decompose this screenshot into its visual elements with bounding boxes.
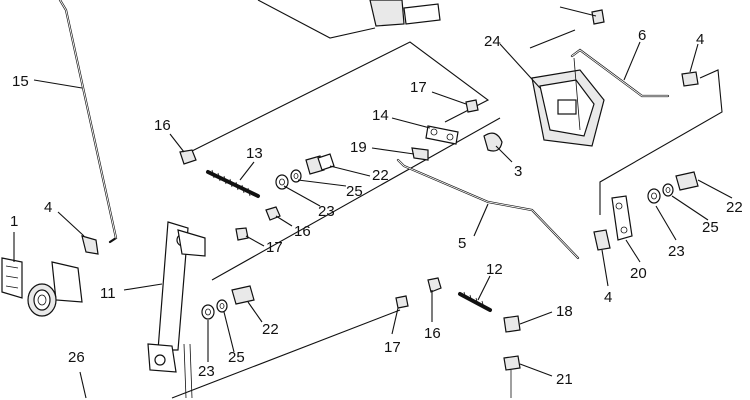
callout-11: 11 — [100, 285, 116, 302]
washer-bolt-set-lower — [201, 285, 255, 320]
part-19-clip — [411, 147, 429, 161]
part-6-wire-rod — [570, 48, 670, 131]
callout-24: 24 — [484, 33, 501, 50]
callout-22: 22 — [372, 167, 389, 184]
callout-22: 22 — [262, 321, 279, 338]
callout-12: 12 — [486, 261, 503, 278]
callout-17: 17 — [266, 239, 283, 256]
part-13-threaded-rod — [206, 169, 260, 198]
part-15-rod — [58, 0, 118, 244]
part-3-clip — [483, 132, 503, 152]
part-18-21-fasteners — [503, 315, 521, 398]
callout-19: 19 — [350, 139, 367, 156]
callout-25: 25 — [702, 219, 719, 236]
callout-23: 23 — [668, 243, 685, 260]
part-20-plate — [611, 195, 633, 241]
washer-bolt-set-right — [647, 171, 699, 204]
part-12-stud — [458, 291, 492, 312]
callout-4: 4 — [604, 289, 612, 306]
callout-16: 16 — [424, 325, 441, 342]
callout-3: 3 — [514, 163, 522, 180]
callout-6: 6 — [638, 27, 646, 44]
part-11-lever — [147, 221, 206, 399]
callout-23: 23 — [198, 363, 215, 380]
leader-lines — [13, 6, 733, 399]
part-cylinder-assembly — [27, 261, 83, 317]
callout-14: 14 — [372, 107, 389, 124]
part-24-control-box — [531, 69, 605, 147]
callout-22: 22 — [726, 199, 743, 216]
callout-17: 17 — [410, 79, 427, 96]
callout-23: 23 — [318, 203, 335, 220]
callout-25: 25 — [228, 349, 245, 366]
part-14-link — [425, 125, 459, 145]
callout-17: 17 — [384, 339, 401, 356]
callout-5: 5 — [458, 235, 466, 252]
callout-labels: 15 1 4 26 16 13 11 17 16 23 25 22 23 25 … — [10, 27, 743, 388]
callout-25: 25 — [346, 183, 363, 200]
callout-20: 20 — [630, 265, 647, 282]
callout-16: 16 — [154, 117, 171, 134]
callout-4: 4 — [696, 31, 704, 48]
top-screw — [591, 9, 605, 25]
part-4-clip-left — [81, 235, 99, 255]
assembly-outline-lines — [171, 0, 723, 399]
callout-4: 4 — [44, 199, 52, 216]
part-4-clip-upper — [681, 71, 699, 87]
part-4-clip-right — [593, 229, 611, 251]
washer-bolt-set-upper — [275, 153, 335, 190]
callout-1: 1 — [10, 213, 18, 230]
top-assembly-piece — [369, 0, 441, 27]
callout-21: 21 — [556, 371, 573, 388]
callout-13: 13 — [246, 145, 263, 162]
callout-18: 18 — [556, 303, 573, 320]
small-fasteners — [179, 99, 479, 309]
callout-15: 15 — [12, 73, 29, 90]
callout-26: 26 — [68, 349, 85, 366]
part-1-bracket — [1, 257, 23, 299]
callout-16: 16 — [294, 223, 311, 240]
part-5-linkage-rod — [396, 158, 580, 260]
